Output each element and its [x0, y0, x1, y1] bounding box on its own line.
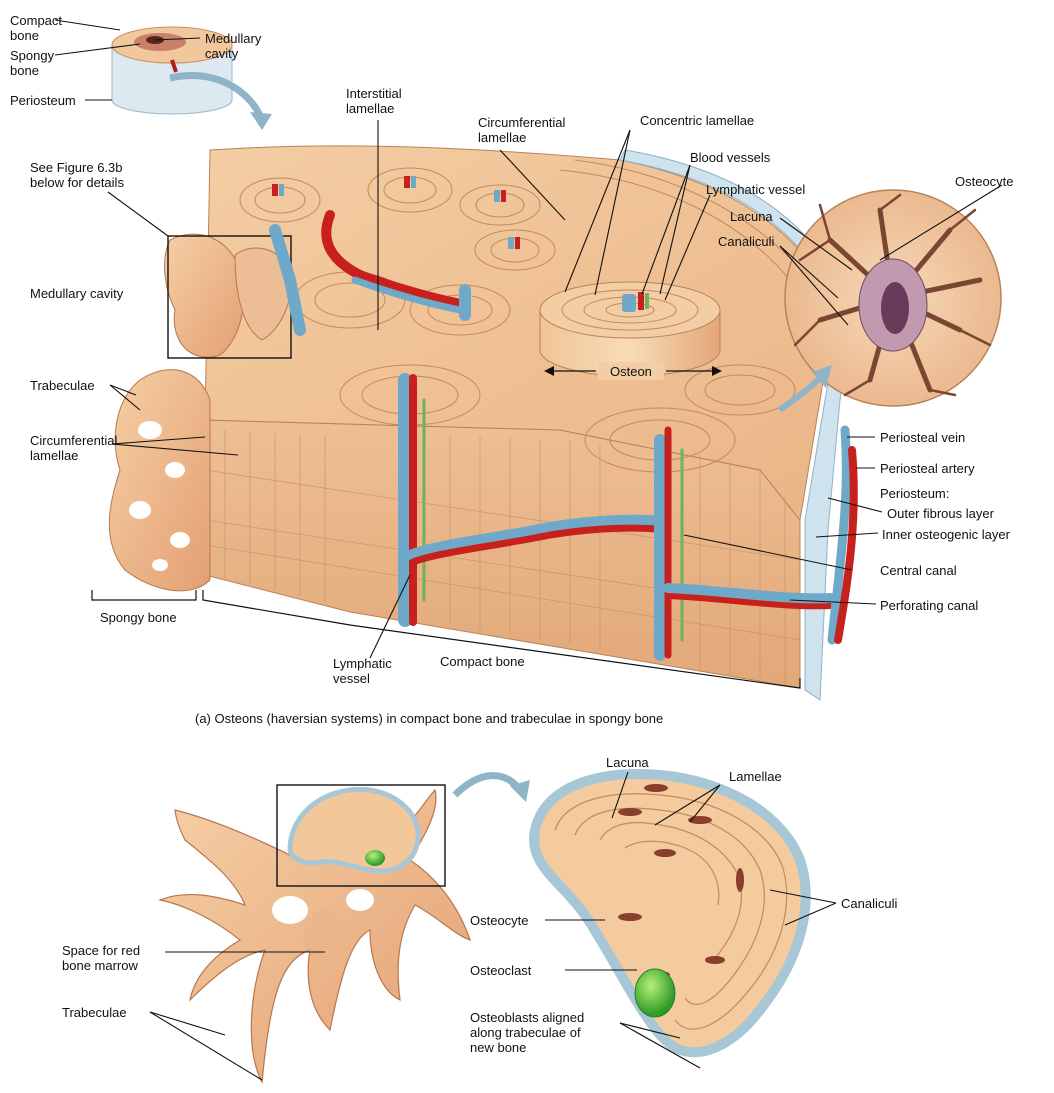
- label-osteocyte-a: Osteocyte: [955, 174, 1014, 189]
- spongy-bone-bracket: [92, 590, 196, 600]
- zoom-arrow-b: [455, 776, 520, 795]
- label-trabeculae-b: Trabeculae: [62, 1005, 127, 1020]
- label-lymphatic-vessel-top: Lymphatic vessel: [706, 182, 805, 197]
- caption-panel-a: (a) Osteons (haversian systems) in compa…: [195, 711, 663, 726]
- label-blood-vessels: Blood vessels: [690, 150, 771, 165]
- label-lacuna-a: Lacuna: [730, 209, 773, 224]
- label-lamellae-b: Lamellae: [729, 769, 782, 784]
- label-outer-fibrous-layer: Outer fibrous layer: [887, 506, 995, 521]
- label-periosteum-inset: Periosteum: [10, 93, 76, 108]
- label-periosteum-a: Periosteum:: [880, 486, 949, 501]
- label-medullary-cavity: Medullary cavity: [30, 286, 124, 301]
- label-canaliculi-b: Canaliculi: [841, 896, 897, 911]
- label-concentric-lamellae: Concentric lamellae: [640, 113, 754, 128]
- label-periosteal-vein: Periosteal vein: [880, 430, 965, 445]
- label-osteocyte-b: Osteocyte: [470, 913, 529, 928]
- label-osteon: Osteon: [610, 364, 652, 379]
- label-central-canal: Central canal: [880, 563, 957, 578]
- label-periosteal-artery: Periosteal artery: [880, 461, 975, 476]
- label-canaliculi-a: Canaliculi: [718, 234, 774, 249]
- label-trabeculae-a: Trabeculae: [30, 378, 95, 393]
- label-osteoclast-b: Osteoclast: [470, 963, 532, 978]
- raised-osteon: [540, 282, 720, 376]
- label-lacuna-b: Lacuna: [606, 755, 649, 770]
- label-inner-osteogenic-layer: Inner osteogenic layer: [882, 527, 1011, 542]
- small-trabecula-detail: [290, 789, 418, 871]
- osteoclast-cell: [635, 969, 675, 1017]
- label-compact-bone-a: Compact bone: [440, 654, 525, 669]
- label-perforating-canal: Perforating canal: [880, 598, 978, 613]
- label-spongy-bone-a: Spongy bone: [100, 610, 177, 625]
